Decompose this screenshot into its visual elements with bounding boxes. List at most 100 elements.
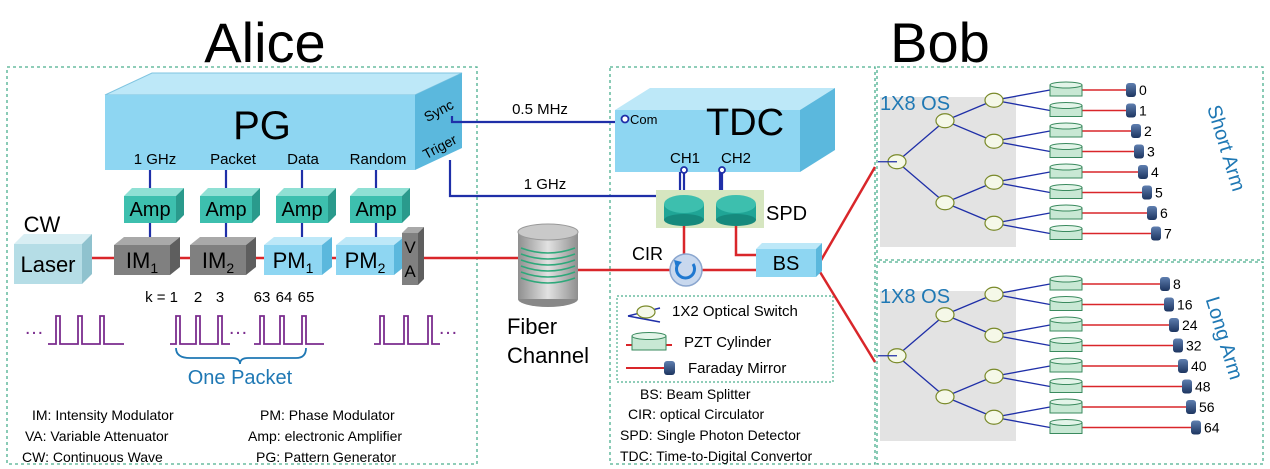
switch-link — [896, 161, 946, 204]
legend-mirror-label: Faraday Mirror — [688, 360, 786, 377]
pzt-cylinder-top — [1049, 143, 1083, 150]
alice-border — [6, 66, 478, 465]
pm1-box — [264, 237, 332, 275]
spd-detector-1 — [664, 195, 704, 226]
arm-output-label: 6 — [1160, 205, 1168, 221]
pzt-cylinder-top — [1049, 81, 1083, 89]
faraday-mirror — [1164, 297, 1174, 312]
optical-switch — [984, 92, 1004, 108]
bob-legend-3: SPD: Single Photon Detector — [620, 427, 801, 443]
bob-title: Bob — [890, 11, 990, 74]
pg-output-1ghz: 1 GHz — [134, 151, 177, 168]
amp-boxes — [124, 188, 410, 223]
alice-legend-left-3: CW: Continuous Wave — [22, 449, 163, 465]
faraday-mirror — [1186, 400, 1196, 414]
trigger-rate-label: 1 GHz — [524, 176, 567, 193]
pzt-cylinder-top — [1049, 419, 1083, 426]
amp-3-label: Amp — [281, 199, 322, 221]
pm2-label: PM2 — [345, 248, 386, 276]
alice-legend-left-2: VA: Variable Attenuator — [25, 428, 169, 444]
faraday-mirror — [1126, 103, 1136, 118]
pulse-ellipsis-2: … — [228, 317, 248, 339]
pattern-generator — [104, 72, 463, 170]
optical-switch — [984, 368, 1004, 384]
tdc-box — [615, 88, 835, 172]
pg-output-packet: Packet — [210, 151, 257, 168]
pzt-cylinder-top — [1049, 275, 1083, 283]
arm-output-label: 2 — [1144, 123, 1152, 139]
pzt-cylinder-top — [1049, 357, 1083, 365]
fiber-spool — [517, 223, 579, 307]
tdc-com-port — [620, 114, 630, 124]
switch-link — [896, 355, 946, 398]
optical-switch — [935, 113, 955, 129]
arm-output-label: 48 — [1195, 379, 1211, 395]
optical-switch — [984, 409, 1004, 425]
bob-legend-4: TDC: Time-to-Digital Convertor — [620, 448, 812, 464]
im2-box — [190, 237, 256, 275]
va-label-a: A — [404, 262, 416, 281]
arm-output-label: 56 — [1199, 399, 1215, 415]
pm2-box — [336, 237, 404, 275]
bob-center-border — [609, 66, 876, 465]
bs-label: BS — [773, 253, 800, 275]
bs-box — [756, 243, 822, 277]
long-arm-os-label: 1X8 OS — [880, 286, 950, 308]
pg-output-random: Random — [350, 151, 407, 168]
fiber-channel-line1: Fiber — [507, 314, 557, 339]
amp-mod-wires — [148, 223, 378, 237]
laser-label: Laser — [20, 252, 75, 277]
va-label-v: V — [404, 238, 416, 257]
pulse-k-label: k = 1 — [145, 289, 178, 306]
pg-amp-wires — [148, 170, 378, 190]
pulse-tick-63: 63 — [254, 289, 271, 306]
spd-label: SPD — [766, 203, 807, 225]
pzt-cylinder-top — [1049, 184, 1083, 191]
long-arm-label: Long Arm — [1201, 294, 1247, 382]
faraday-mirror — [1147, 206, 1157, 220]
optical-switch — [935, 307, 955, 323]
short-arm-label: Short Arm — [1202, 103, 1249, 194]
laser-box — [14, 234, 92, 284]
faraday-mirror — [1169, 318, 1179, 332]
pzt-cylinder-top — [1049, 337, 1083, 344]
alice-legend-right-1: PM: Phase Modulator — [260, 407, 395, 423]
arm-output-label: 32 — [1186, 338, 1202, 354]
pzt-cylinder-top — [1049, 122, 1083, 130]
pulse-tick-2: 2 — [194, 289, 202, 306]
arm-output-label: 7 — [1164, 226, 1172, 242]
faraday-mirror — [1182, 379, 1192, 394]
tdc-title: TDC — [706, 102, 784, 144]
faraday-mirror — [1131, 124, 1141, 138]
spd-detector-2 — [716, 195, 756, 226]
pg-output-data: Data — [287, 151, 319, 168]
tdc-ch2-label: CH2 — [721, 150, 751, 167]
optical-switch — [984, 133, 1004, 149]
bob-legend-1: BS: Beam Splitter — [640, 386, 751, 402]
pm1-label: PM1 — [273, 248, 314, 276]
im1-label: IM1 — [126, 248, 158, 276]
packet-label: One Packet — [188, 367, 293, 389]
amp-2-label: Amp — [205, 199, 246, 221]
pulse-tick-3: 3 — [216, 289, 224, 306]
pulse-tick-64: 64 — [276, 289, 293, 306]
legend-switch-label: 1X2 Optical Switch — [672, 303, 798, 320]
pg-title: PG — [233, 104, 291, 148]
amp-4-label: Amp — [355, 199, 396, 221]
arm-output-label: 0 — [1139, 82, 1147, 98]
pulse-train — [48, 315, 440, 345]
faraday-mirror — [1191, 420, 1201, 435]
arm-output-label: 8 — [1173, 276, 1181, 292]
arm-output-label: 24 — [1182, 317, 1198, 333]
legend-mirror-symbol — [626, 361, 675, 375]
arm-output-label: 4 — [1151, 164, 1159, 180]
fiber-channel-line2: Channel — [507, 343, 589, 368]
pzt-cylinder-top — [1049, 102, 1083, 109]
arm-output-label: 40 — [1191, 358, 1207, 374]
tdc-ch2-port — [718, 166, 726, 174]
alice-title: Alice — [204, 11, 325, 74]
faraday-mirror — [1160, 277, 1170, 291]
legend-pzt-symbol — [626, 332, 672, 351]
optical-switch — [935, 195, 955, 211]
